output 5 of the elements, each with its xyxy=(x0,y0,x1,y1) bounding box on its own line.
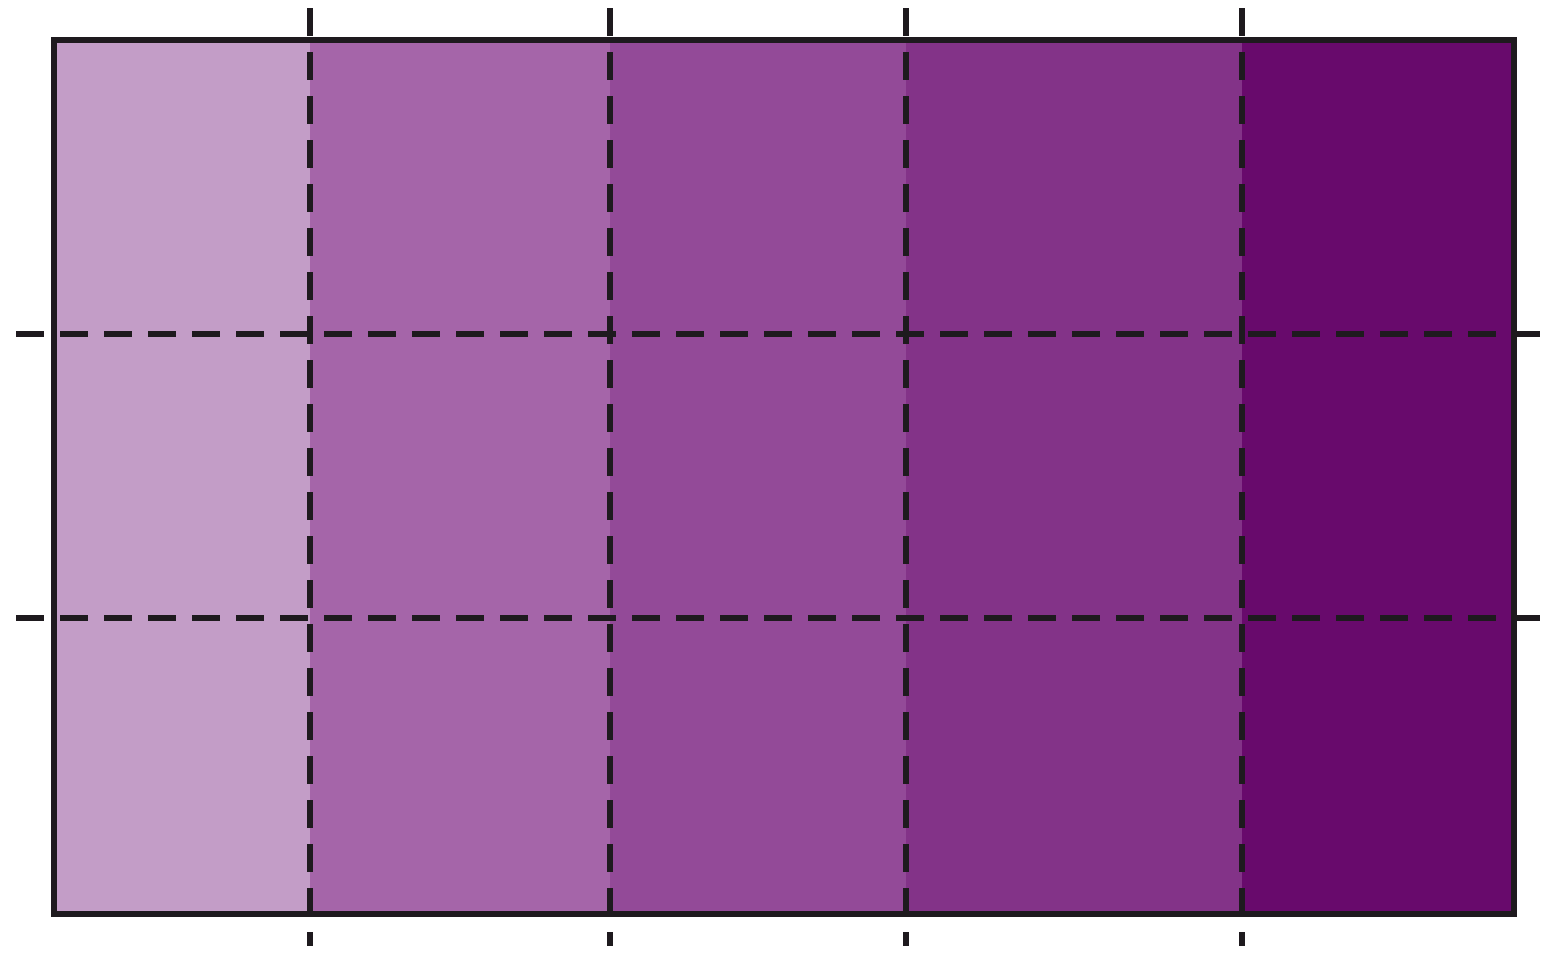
shade-column xyxy=(906,40,1242,914)
shade-column xyxy=(1242,40,1514,914)
shade-column xyxy=(610,40,906,914)
shade-column xyxy=(54,40,310,914)
shade-column xyxy=(310,40,610,914)
